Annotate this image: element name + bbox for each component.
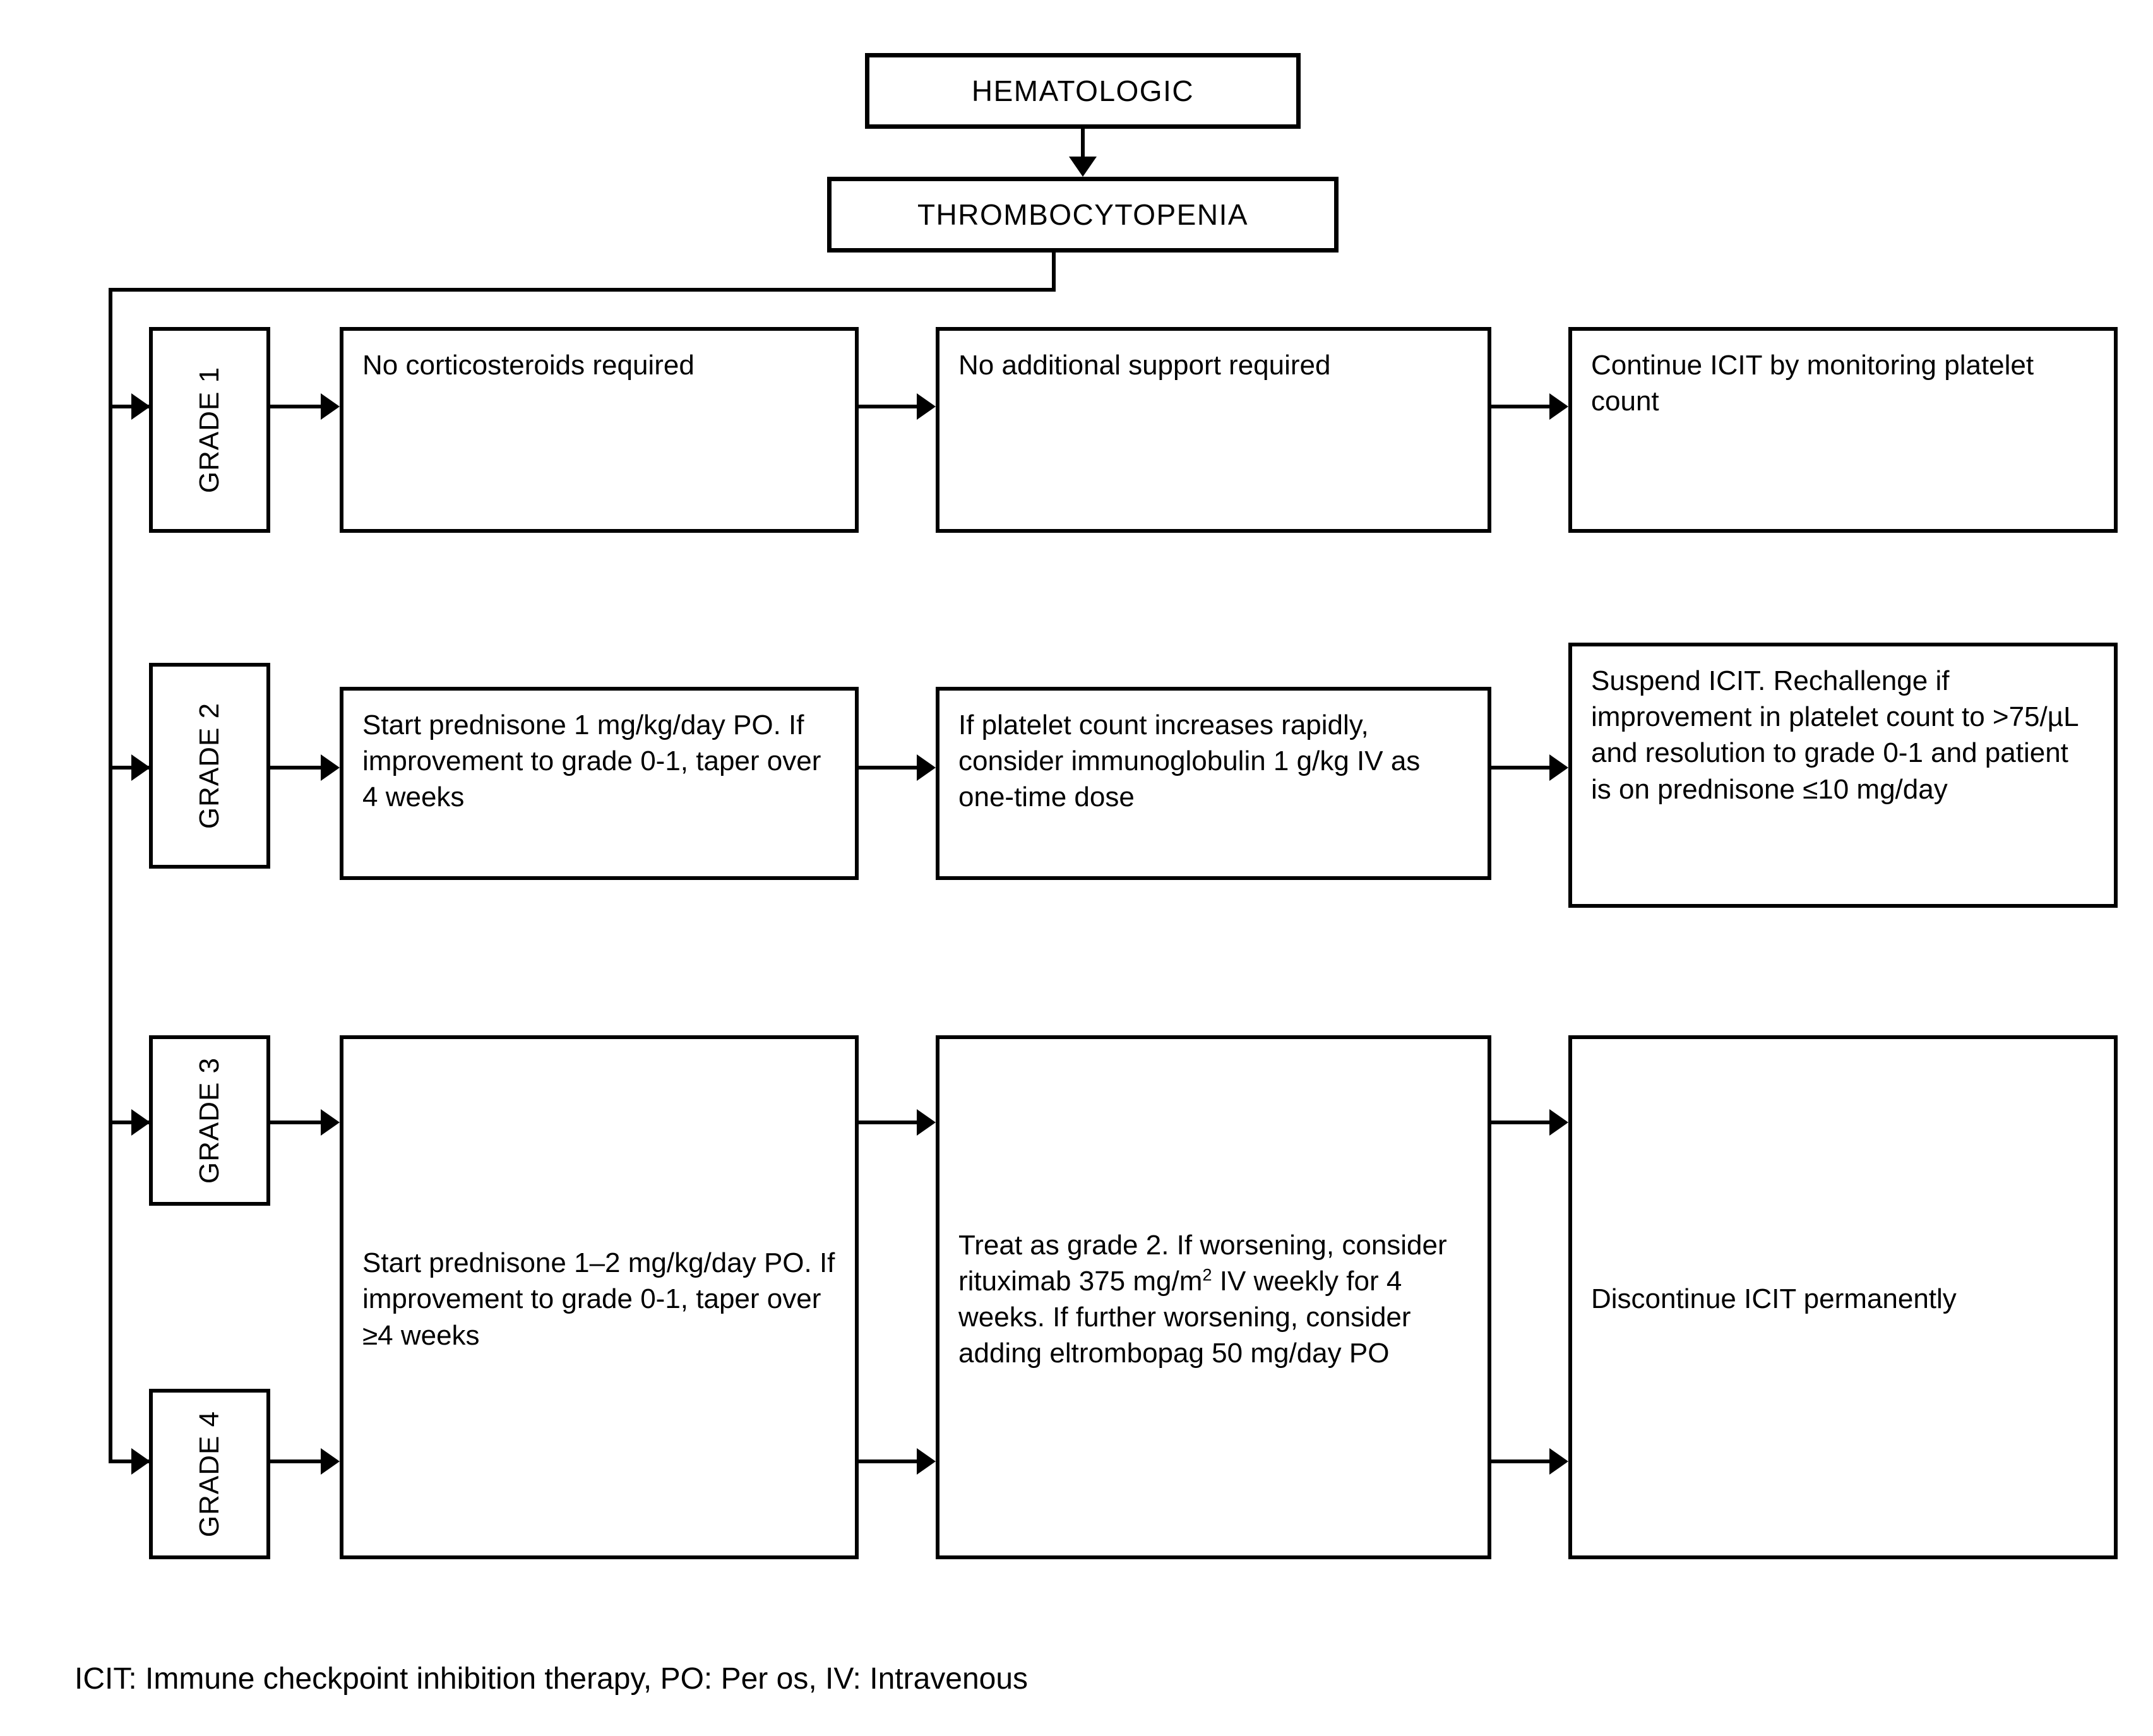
grade-34-support-text-part1: Treat as grade 2. If worsening, consider… bbox=[958, 1229, 1447, 1297]
grade-1-decision-box: Continue ICIT by monitoring platelet cou… bbox=[1568, 327, 2118, 533]
thrombocytopenia-subtitle-box: THROMBOCYTOPENIA bbox=[827, 177, 1339, 253]
connector-grade4-to-support bbox=[859, 1460, 928, 1463]
connector-grade3-to-support bbox=[859, 1121, 928, 1124]
grade-3-label: GRADE 3 bbox=[194, 1057, 225, 1184]
grade-2-label-box: GRADE 2 bbox=[149, 663, 270, 869]
arrowhead-grade2-decision bbox=[1549, 754, 1568, 781]
grade-1-treatment-text: No corticosteroids required bbox=[362, 350, 695, 381]
grade-34-support-text: Treat as grade 2. If worsening, consider… bbox=[958, 1227, 1469, 1372]
connector-subtitle-drop bbox=[1052, 253, 1056, 292]
connector-grade4-to-treatment bbox=[270, 1460, 332, 1463]
arrowhead-grade4-decision bbox=[1549, 1448, 1568, 1475]
arrowhead-grade4-support bbox=[917, 1448, 936, 1475]
arrowhead-grade4-treatment bbox=[321, 1448, 340, 1475]
spine-stub-grade3 bbox=[109, 1121, 150, 1124]
grade-34-treatment-text: Start prednisone 1–2 mg/kg/day PO. If im… bbox=[362, 1247, 835, 1351]
arrowhead-grade3-decision bbox=[1549, 1109, 1568, 1136]
arrowhead-title-to-subtitle bbox=[1069, 157, 1097, 177]
grade-4-label-box: GRADE 4 bbox=[149, 1389, 270, 1559]
grade-34-decision-box: Discontinue ICIT permanently bbox=[1568, 1035, 2118, 1559]
spine-stub-grade4 bbox=[109, 1460, 150, 1463]
grade-34-support-box: Treat as grade 2. If worsening, consider… bbox=[936, 1035, 1491, 1559]
connector-grade1-to-treatment bbox=[270, 405, 332, 408]
spine-stub-grade2 bbox=[109, 766, 150, 770]
grade-1-decision-text: Continue ICIT by monitoring platelet cou… bbox=[1591, 350, 2034, 417]
grade-spine-vertical bbox=[109, 288, 112, 1460]
grade-1-support-text: No additional support required bbox=[958, 350, 1331, 381]
grade-2-support-text: If platelet count increases rapidly, con… bbox=[958, 710, 1421, 813]
connector-grade1-to-support bbox=[859, 405, 928, 408]
grade-1-treatment-box: No corticosteroids required bbox=[340, 327, 859, 533]
grade-34-support-text-part2: IV weekly for 4 weeks. If further worsen… bbox=[958, 1265, 1411, 1369]
abbreviations-legend-text: ICIT: Immune checkpoint inhibition thera… bbox=[75, 1662, 1029, 1696]
grade-2-treatment-box: Start prednisone 1 mg/kg/day PO. If impr… bbox=[340, 687, 859, 880]
grade-4-label: GRADE 4 bbox=[194, 1410, 225, 1538]
arrowhead-spine-grade2 bbox=[131, 754, 150, 781]
grade-34-decision-text: Discontinue ICIT permanently bbox=[1591, 1283, 1957, 1315]
thrombocytopenia-subtitle-label: THROMBOCYTOPENIA bbox=[917, 198, 1249, 231]
grade-1-label: GRADE 1 bbox=[194, 366, 225, 494]
connector-grade2-to-treatment bbox=[270, 766, 332, 770]
arrowhead-grade2-support bbox=[917, 754, 936, 781]
grade-2-decision-box: Suspend ICIT. Rechallenge if improvement… bbox=[1568, 643, 2118, 908]
grade-1-label-box: GRADE 1 bbox=[149, 327, 270, 533]
grade-1-support-box: No additional support required bbox=[936, 327, 1491, 533]
grade-3-label-box: GRADE 3 bbox=[149, 1035, 270, 1206]
arrowhead-grade2-treatment bbox=[321, 754, 340, 781]
arrowhead-spine-grade1 bbox=[131, 393, 150, 420]
grade-34-support-superscript: 2 bbox=[1202, 1264, 1212, 1285]
connector-grade2-to-decision bbox=[1491, 766, 1561, 770]
arrowhead-spine-grade4 bbox=[131, 1448, 150, 1475]
grade-34-treatment-box: Start prednisone 1–2 mg/kg/day PO. If im… bbox=[340, 1035, 859, 1559]
connector-grade4-to-decision bbox=[1491, 1460, 1561, 1463]
connector-title-to-subtitle bbox=[1081, 129, 1085, 167]
hematologic-title-label: HEMATOLOGIC bbox=[971, 74, 1195, 107]
arrowhead-grade3-treatment bbox=[321, 1109, 340, 1136]
grade-2-decision-text: Suspend ICIT. Rechallenge if improvement… bbox=[1591, 665, 2078, 805]
arrowhead-grade1-decision bbox=[1549, 393, 1568, 420]
connector-grade3-to-decision bbox=[1491, 1121, 1561, 1124]
spine-stub-grade1 bbox=[109, 405, 150, 408]
connector-subtitle-to-spine bbox=[109, 288, 1056, 292]
arrowhead-grade1-support bbox=[917, 393, 936, 420]
arrowhead-spine-grade3 bbox=[131, 1109, 150, 1136]
arrowhead-grade3-support bbox=[917, 1109, 936, 1136]
connector-grade2-to-support bbox=[859, 766, 928, 770]
arrowhead-grade1-treatment bbox=[321, 393, 340, 420]
abbreviations-legend: ICIT: Immune checkpoint inhibition thera… bbox=[75, 1662, 1028, 1696]
hematologic-title-box: HEMATOLOGIC bbox=[865, 53, 1301, 129]
grade-2-support-box: If platelet count increases rapidly, con… bbox=[936, 687, 1491, 880]
connector-grade3-to-treatment bbox=[270, 1121, 332, 1124]
grade-2-label: GRADE 2 bbox=[194, 702, 225, 829]
connector-grade1-to-decision bbox=[1491, 405, 1561, 408]
grade-2-treatment-text: Start prednisone 1 mg/kg/day PO. If impr… bbox=[362, 710, 821, 813]
